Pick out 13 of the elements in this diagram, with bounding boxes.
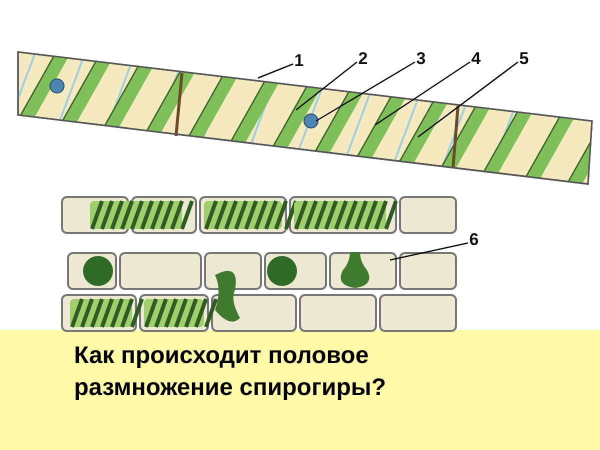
leader-line xyxy=(390,242,468,261)
callout-number: 6 xyxy=(468,231,480,249)
callout-number: 1 xyxy=(293,52,305,70)
leader-line xyxy=(374,61,470,126)
leader-line xyxy=(316,61,416,122)
caption: Как происходит половое размножение спирогиры? xyxy=(74,341,388,403)
callout-number: 3 xyxy=(415,50,427,68)
callout-number: 2 xyxy=(357,50,369,68)
leader-line xyxy=(296,61,358,111)
leader-line xyxy=(258,63,294,79)
callout-number: 4 xyxy=(470,50,482,68)
leader-line xyxy=(418,61,518,138)
callout-number: 5 xyxy=(518,50,530,68)
